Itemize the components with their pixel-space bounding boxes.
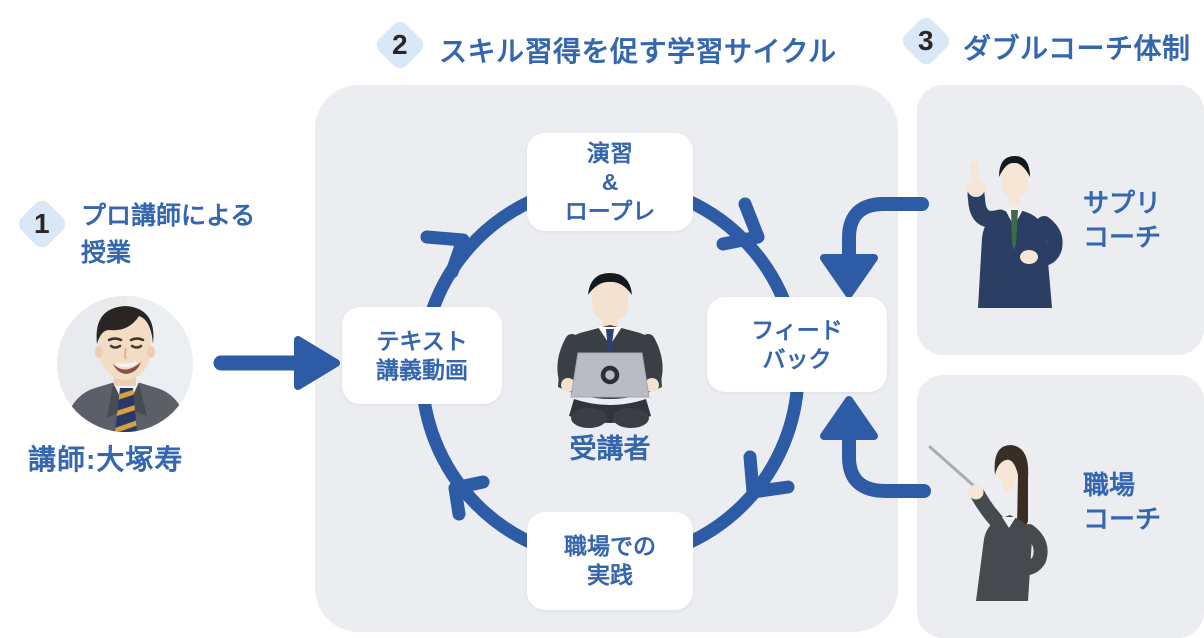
step3-heading: 3 ダブルコーチ体制 xyxy=(898,13,1190,69)
node-line: 演習 xyxy=(587,139,633,166)
coach-label-line: サプリ xyxy=(1083,188,1162,218)
step3-number: 3 xyxy=(918,24,934,56)
cycle-node-workplace-practice: 職場での 実践 xyxy=(527,512,693,610)
student-with-laptop-icon xyxy=(557,273,663,428)
step1-heading: 1 プロ講師による 授業 xyxy=(14,196,255,272)
workplace-coach-label: 職場 コーチ xyxy=(1083,468,1161,536)
workplace-coach-icon xyxy=(928,445,1048,601)
cycle-node-text-video: テキスト 講義動画 xyxy=(342,307,502,404)
student-label: 受講者 xyxy=(569,434,651,464)
step2-heading: 2 スキル習得を促す学習サイクル xyxy=(372,17,837,73)
sapuri-coach-icon xyxy=(967,156,1063,308)
coach-label-line: コーチ xyxy=(1083,504,1162,534)
step2-badge: 2 xyxy=(372,17,428,73)
cycle-node-practice-roleplay: 演習 & ロープレ xyxy=(527,133,693,231)
step1-title-line1: プロ講師による xyxy=(81,202,256,230)
step2-number: 2 xyxy=(392,28,408,60)
step1-title: プロ講師による 授業 xyxy=(81,198,255,272)
node-line: & xyxy=(601,168,619,195)
node-line: バック xyxy=(762,345,832,372)
step3-title: ダブルコーチ体制 xyxy=(963,33,1191,64)
coach-label-line: 職場 xyxy=(1083,470,1136,500)
cycle-node-feedback: フィード バック xyxy=(707,297,887,392)
step1-number: 1 xyxy=(34,207,50,239)
step2-title: スキル習得を促す学習サイクル xyxy=(439,36,837,67)
node-line: 職場での xyxy=(564,533,656,559)
instructor-photo xyxy=(57,296,193,432)
step3-badge: 3 xyxy=(898,13,954,69)
step1-title-line2: 授業 xyxy=(81,239,132,267)
node-line: 講義動画 xyxy=(376,356,468,383)
step1-badge: 1 xyxy=(14,196,70,252)
node-line: 実践 xyxy=(587,562,633,588)
instructor-caption: 講師:大塚寿 xyxy=(28,444,184,475)
sapuri-coach-label: サプリ コーチ xyxy=(1083,186,1161,254)
node-line: ロープレ xyxy=(564,197,656,224)
node-line: テキスト xyxy=(376,327,468,354)
instructor-portrait-icon xyxy=(57,296,193,432)
sapuri-coach-panel xyxy=(917,85,1204,355)
node-line: フィード xyxy=(751,316,843,343)
coach-label-line: コーチ xyxy=(1083,222,1162,252)
workplace-coach-panel xyxy=(917,375,1204,638)
